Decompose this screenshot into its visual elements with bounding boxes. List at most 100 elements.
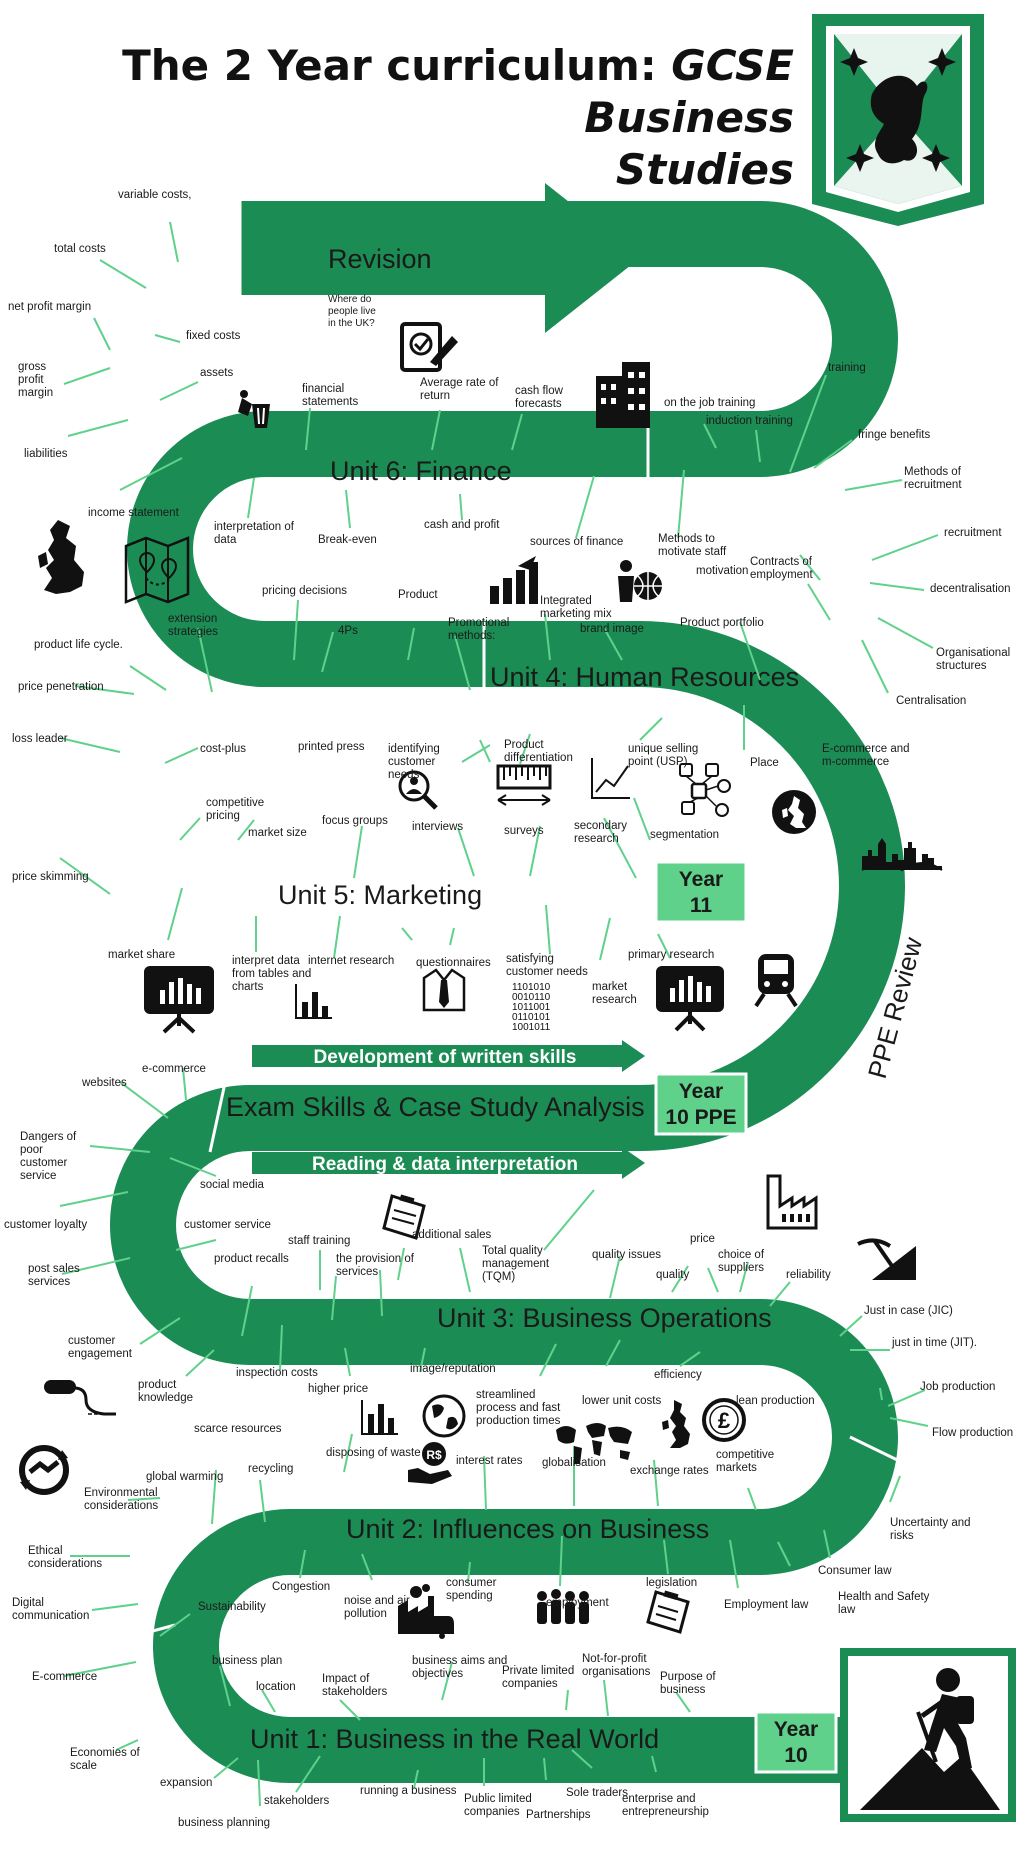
label-tqm-2: management (482, 1258, 550, 1270)
label-dangers-3: customer (20, 1157, 67, 1169)
svg-text:R$: R$ (426, 1448, 442, 1462)
label-market-research: market (592, 981, 628, 993)
label-gross-profit-margin: gross (18, 361, 46, 373)
shirt-tie-icon (422, 968, 466, 1012)
label-competitive-pricing-2: pricing (206, 810, 240, 822)
label-efficiency: efficiency (654, 1369, 702, 1381)
svg-text:£: £ (718, 1408, 731, 1433)
track-separators (111, 200, 919, 1644)
label-private-ltd-2: companies (502, 1678, 558, 1690)
label-websites: websites (81, 1077, 127, 1089)
label-identifying-2: customer (388, 756, 435, 768)
label-break-even: Break-even (318, 534, 377, 546)
label-image-rep: image/reputation (410, 1363, 496, 1375)
label-pricing-decisions: pricing decisions (262, 585, 347, 597)
unit-marketing-title: Unit 5: Marketing (278, 880, 482, 910)
label-contracts-2: employment (750, 569, 813, 581)
label-ethical: Ethical (28, 1545, 63, 1557)
label-aims-2: objectives (412, 1668, 463, 1680)
bar-growth-icon (490, 556, 538, 604)
label-income-statement: income statement (88, 507, 180, 519)
svg-text:1101010: 1101010 (512, 982, 551, 993)
hiker-summit-icon (840, 1648, 1016, 1822)
label-methods-motivate: Methods to (658, 533, 715, 545)
crest-lion-icon (812, 14, 984, 226)
label-streamlined: streamlined (476, 1389, 535, 1401)
year-box-10-value: 10 (784, 1744, 807, 1767)
label-market-research-2: research (592, 994, 637, 1006)
label-quality: quality (656, 1269, 689, 1281)
label-gross-profit-margin-2: profit (18, 374, 44, 386)
label-additional-sales: additional sales (412, 1229, 492, 1241)
label-product-portfolio: Product portfolio (680, 617, 764, 629)
label-business-planning: business planning (178, 1817, 270, 1829)
label-enterprise: enterprise and (622, 1793, 696, 1805)
label-quality-issues: quality issues (592, 1249, 661, 1261)
label-product-diff-2: differentiation (504, 752, 573, 764)
clipboard-icon (382, 1194, 426, 1240)
label-cost-plus: cost-plus (200, 743, 246, 755)
label-running: running a business (360, 1785, 457, 1797)
label-exchange: exchange rates (630, 1465, 709, 1477)
label-choice-suppliers: choice of (718, 1249, 765, 1261)
label-reliability: reliability (786, 1269, 831, 1281)
label-health-safety-2: law (838, 1604, 856, 1616)
label-where-live: Where do (328, 294, 372, 305)
label-scarce: scarce resources (194, 1423, 282, 1435)
label-cash-flow: cash flow (515, 385, 564, 397)
label-aims: business aims and (412, 1655, 507, 1667)
unit-hr-title: Unit 4: Human Resources (490, 662, 799, 692)
label-assets: assets (200, 367, 233, 379)
label-streamlined-3: production times (476, 1415, 561, 1427)
label-product-diff: Product (504, 739, 544, 751)
label-customer-service: customer service (184, 1219, 271, 1231)
year-box-10ppe-label: Year (679, 1080, 723, 1103)
label-uncertainty-2: risks (890, 1530, 914, 1542)
label-ecommerce-2: E-commerce (32, 1671, 97, 1683)
label-globalisation: globalisation (542, 1457, 606, 1469)
binary-code-icon: 1101010 0010110 1011001 0110101 1001011 (512, 982, 551, 1033)
label-product-knowledge: product (138, 1379, 177, 1391)
label-flow-production: Flow production (932, 1427, 1013, 1439)
label-product-knowledge-2: knowledge (138, 1392, 193, 1404)
label-org-structures: Organisational (936, 647, 1010, 659)
label-4ps: 4Ps (338, 625, 358, 637)
label-integrated-2: marketing mix (540, 608, 612, 620)
label-market-size: market size (248, 827, 307, 839)
label-ethical-2: considerations (28, 1558, 102, 1570)
label-legislation: legislation (646, 1577, 697, 1589)
label-price-penetration: price penetration (18, 681, 104, 693)
unit-influences-title: Unit 2: Influences on Business (346, 1514, 709, 1544)
label-methods-motivate-2: motivate staff (658, 546, 727, 558)
label-interpret-tables-2: from tables and (232, 968, 311, 980)
svg-text:0010110: 0010110 (512, 992, 551, 1003)
label-fixed-costs: fixed costs (186, 330, 241, 342)
label-jic: Just in case (JIC) (864, 1305, 953, 1317)
label-product: Product (398, 589, 438, 601)
label-plc: product life cycle. (34, 639, 123, 651)
label-secondary: secondary (574, 820, 627, 832)
label-lower-unit: lower unit costs (582, 1395, 662, 1407)
label-usp-2: point (USP) (628, 756, 688, 768)
label-nfp-2: organisations (582, 1666, 651, 1678)
label-net-profit-margin: net profit margin (8, 301, 91, 313)
label-methods-recruitment-2: recruitment (904, 479, 962, 491)
label-integrated: Integrated (540, 595, 592, 607)
ruler-measure-icon (496, 764, 552, 806)
label-enterprise-2: entrepreneurship (622, 1806, 709, 1818)
label-location: location (256, 1681, 296, 1693)
label-internet-research: internet research (308, 955, 394, 967)
label-average-rate: Average rate of (420, 377, 499, 389)
globe-icon (422, 1394, 466, 1438)
label-lean-production: lean production (736, 1395, 815, 1407)
label-provision-2: services (336, 1266, 378, 1278)
label-printed-press: printed press (298, 741, 365, 753)
label-social-media: social media (200, 1179, 265, 1191)
label-total-costs: total costs (54, 243, 106, 255)
label-identifying-3: needs (388, 769, 420, 781)
svg-text:0110101: 0110101 (512, 1012, 551, 1023)
line-graph-icon (591, 758, 630, 799)
label-cash-profit: cash and profit (424, 519, 500, 531)
label-on-job-training: on the job training (664, 397, 755, 409)
label-questionnaires: questionnaires (416, 957, 491, 969)
